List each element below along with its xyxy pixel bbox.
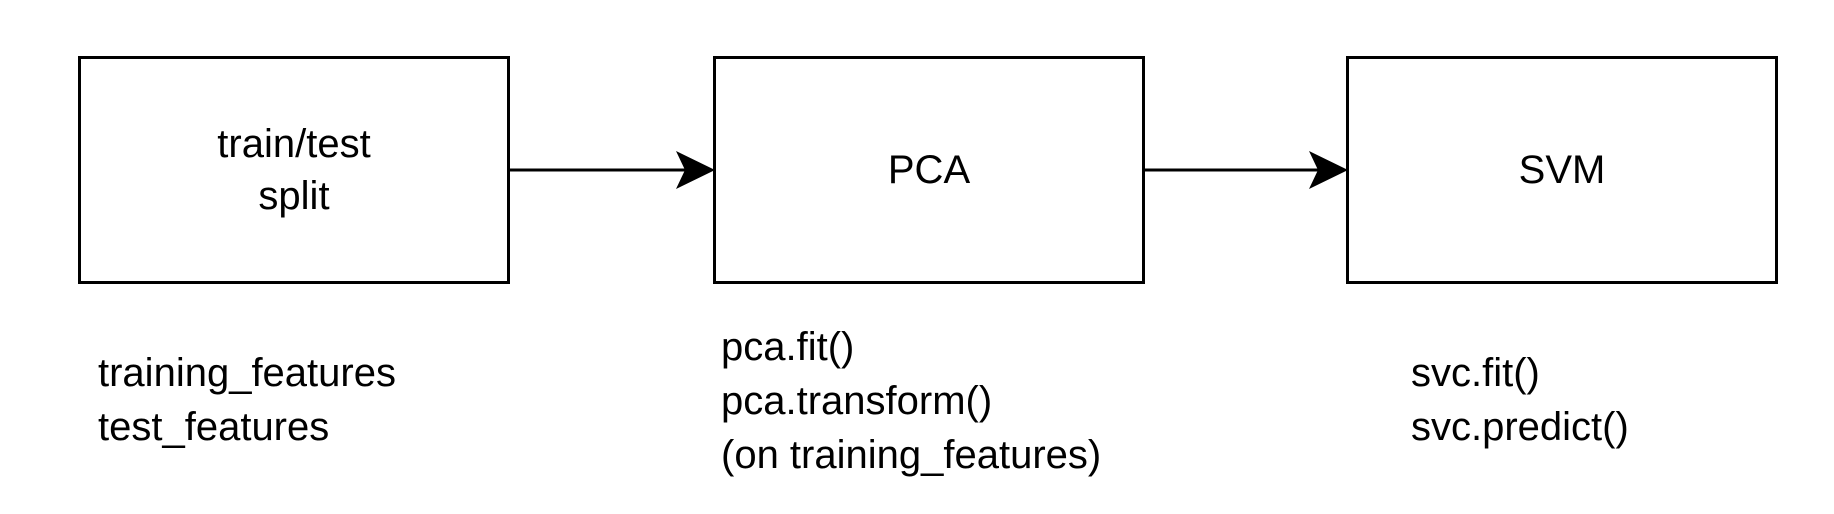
split-annotation: training_features test_features	[98, 346, 396, 454]
train-test-split-node: train/test split	[78, 56, 510, 284]
annotation-line: (on training_features)	[721, 433, 1102, 477]
pca-annotation: pca.fit() pca.transform() (on training_f…	[721, 320, 1101, 482]
svm-annotation: svc.fit() svc.predict()	[1411, 346, 1629, 454]
train-test-split-label: train/test split	[217, 118, 370, 222]
annotation-line: svc.fit()	[1411, 351, 1540, 395]
arrow-split-to-pca	[508, 151, 715, 189]
node-label-line: SVM	[1518, 148, 1606, 192]
annotation-line: svc.predict()	[1411, 405, 1629, 449]
node-label-line: split	[258, 174, 330, 218]
annotation-line: training_features	[98, 351, 396, 395]
node-label-line: PCA	[887, 148, 971, 192]
node-label-line: train/test	[217, 122, 371, 166]
pca-node: PCA	[713, 56, 1145, 284]
annotation-line: pca.transform()	[721, 379, 993, 423]
svm-label: SVM	[1519, 144, 1606, 196]
pca-label: PCA	[888, 144, 970, 196]
annotation-line: test_features	[98, 405, 330, 449]
annotation-line: pca.fit()	[721, 325, 855, 369]
arrow-pca-to-svm	[1143, 151, 1348, 189]
svm-node: SVM	[1346, 56, 1778, 284]
